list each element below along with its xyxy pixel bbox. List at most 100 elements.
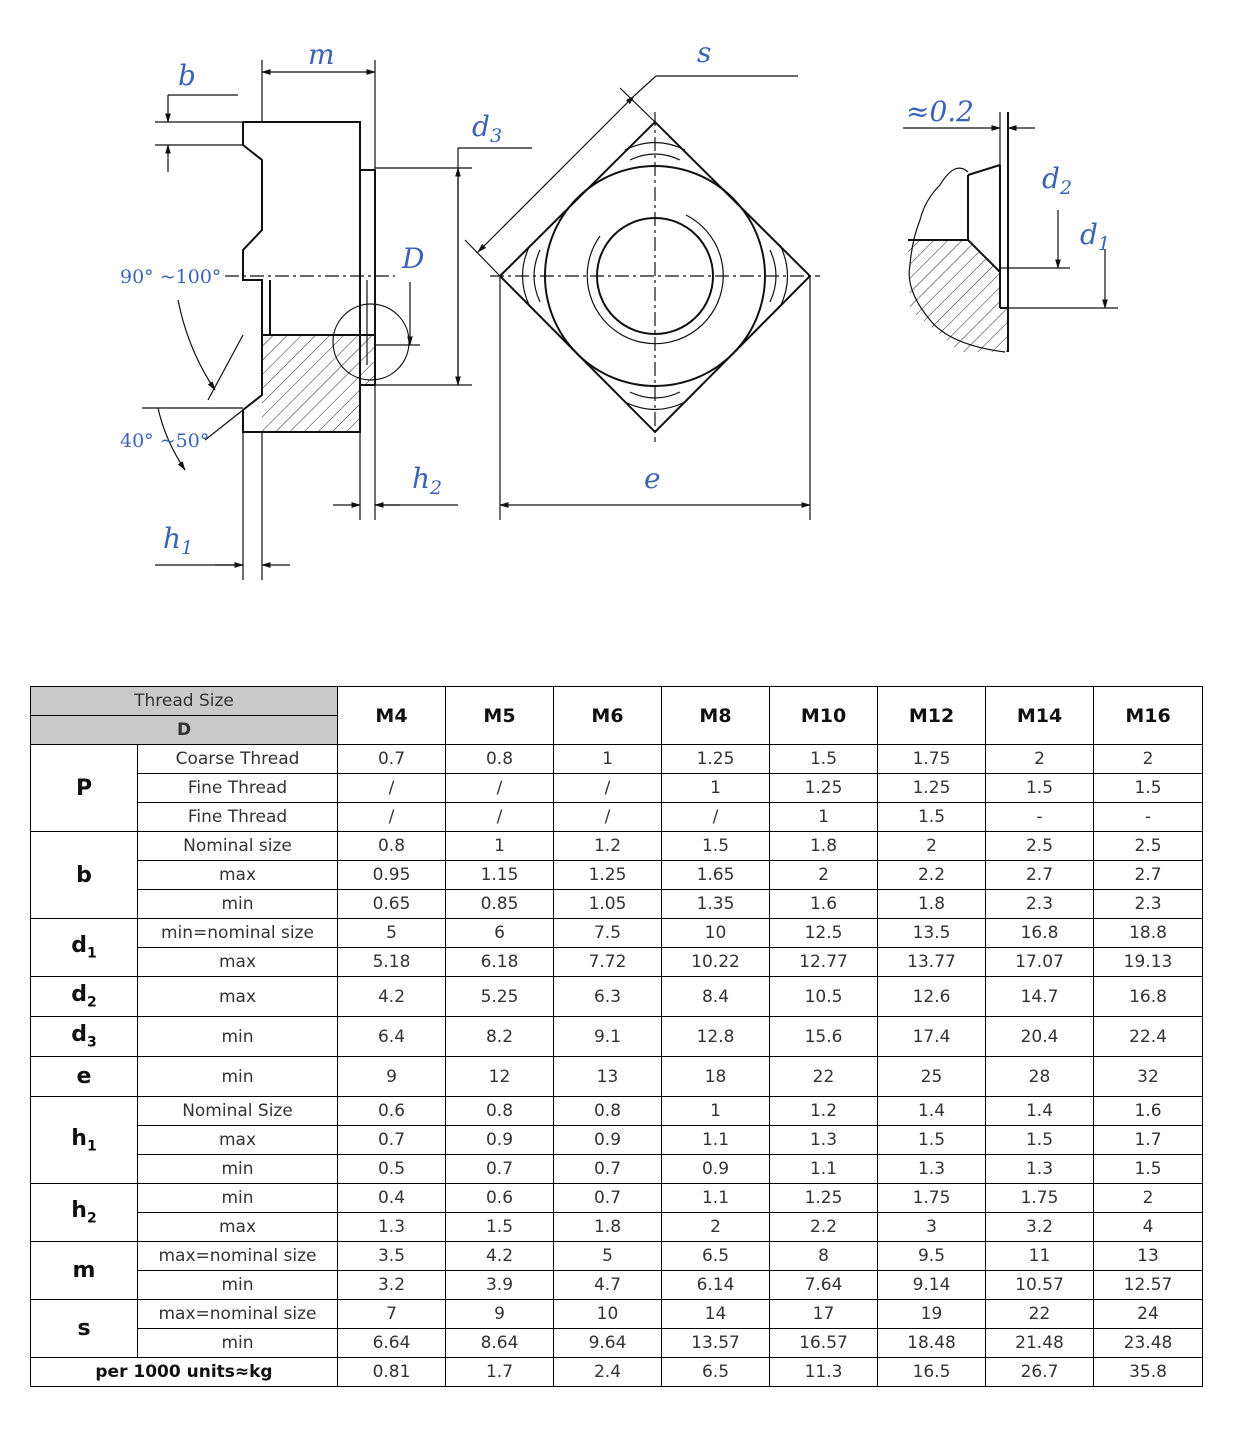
row-label: Coarse Thread <box>137 744 338 774</box>
value-cell: 1.25 <box>661 744 770 774</box>
value-cell: 10.57 <box>985 1270 1094 1300</box>
value-cell: - <box>985 802 1094 832</box>
value-cell: 5.18 <box>337 947 446 977</box>
value-cell: 6.4 <box>337 1016 446 1057</box>
value-cell: 2.5 <box>985 831 1094 861</box>
value-cell: 1.75 <box>985 1183 1094 1213</box>
value-cell: 1 <box>445 831 554 861</box>
value-cell: 18.48 <box>877 1328 986 1358</box>
value-cell: 12.6 <box>877 976 986 1017</box>
value-cell: 12.5 <box>769 918 878 948</box>
value-cell: 1.8 <box>553 1212 662 1242</box>
value-cell: 0.7 <box>445 1154 554 1184</box>
value-cell: 1.25 <box>769 773 878 803</box>
thread-size-header: Thread Size <box>30 686 338 716</box>
param-cell: h1 <box>30 1096 138 1184</box>
param-symbol: m <box>72 1258 96 1283</box>
value-cell: 1.5 <box>661 831 770 861</box>
row-label: min <box>137 1270 338 1300</box>
value-cell: 11 <box>985 1241 1094 1271</box>
value-cell: 22.4 <box>1093 1016 1203 1057</box>
size-header: M4 <box>337 686 446 745</box>
value-cell: 6.64 <box>337 1328 446 1358</box>
label-m: m <box>308 38 335 71</box>
value-cell: 3.5 <box>337 1241 446 1271</box>
value-cell: 1.7 <box>1093 1125 1203 1155</box>
value-cell: 8.4 <box>661 976 770 1017</box>
value-cell: 1 <box>769 802 878 832</box>
value-cell: 13.77 <box>877 947 986 977</box>
value-cell: 9.1 <box>553 1016 662 1057</box>
value-cell: 7 <box>337 1299 446 1329</box>
size-header: M12 <box>877 686 986 745</box>
value-cell: 1.75 <box>877 744 986 774</box>
param-symbol: d <box>71 982 87 1008</box>
value-cell: 4.2 <box>445 1241 554 1271</box>
value-cell: 13 <box>553 1056 662 1097</box>
value-cell: 14.7 <box>985 976 1094 1017</box>
value-cell: 7.72 <box>553 947 662 977</box>
value-cell: 9 <box>337 1056 446 1097</box>
label-approx-0.2: ≈0.2 <box>906 95 974 128</box>
row-label: max=nominal size <box>137 1241 338 1271</box>
row-label: max <box>137 947 338 977</box>
param-cell: P <box>30 744 138 832</box>
value-cell: 10.22 <box>661 947 770 977</box>
value-cell: / <box>445 802 554 832</box>
label-b: b <box>178 59 196 92</box>
value-cell: 17.07 <box>985 947 1094 977</box>
param-symbol: d <box>71 933 87 959</box>
value-cell: 6.18 <box>445 947 554 977</box>
param-cell: m <box>30 1241 138 1300</box>
row-label: min <box>137 889 338 919</box>
value-cell: 1.5 <box>985 1125 1094 1155</box>
value-cell: 9.5 <box>877 1241 986 1271</box>
value-cell: 2 <box>769 860 878 890</box>
value-cell: 1.75 <box>877 1183 986 1213</box>
size-header: M16 <box>1093 686 1203 745</box>
d-header: D <box>30 715 338 745</box>
value-cell: 9.64 <box>553 1328 662 1358</box>
row-label: Nominal Size <box>137 1096 338 1126</box>
value-cell: 0.95 <box>337 860 446 890</box>
value-cell: 6.5 <box>661 1241 770 1271</box>
param-symbol: b <box>76 862 92 888</box>
row-label: min <box>137 1056 338 1097</box>
value-cell: 19.13 <box>1093 947 1203 977</box>
value-cell: 7.64 <box>769 1270 878 1300</box>
label-d1: d1 <box>1080 218 1110 255</box>
value-cell: 28 <box>985 1056 1094 1097</box>
value-cell: 1.15 <box>445 860 554 890</box>
value-cell: 2.7 <box>1093 860 1203 890</box>
value-cell: 1.25 <box>553 860 662 890</box>
value-cell: 2 <box>1093 744 1203 774</box>
value-cell: 12.8 <box>661 1016 770 1057</box>
weight-value: 11.3 <box>769 1357 878 1387</box>
value-cell: 4.2 <box>337 976 446 1017</box>
value-cell: 10.5 <box>769 976 878 1017</box>
value-cell: 0.7 <box>553 1183 662 1213</box>
row-label: min <box>137 1154 338 1184</box>
label-h2: h2 <box>412 462 442 499</box>
value-cell: 6.14 <box>661 1270 770 1300</box>
value-cell: 8 <box>769 1241 878 1271</box>
value-cell: 0.7 <box>337 1125 446 1155</box>
technical-drawing: m b s d3 D 90° ~100° 40° ~50° h2 h1 e ≈0… <box>120 36 1118 580</box>
param-symbol: d <box>71 1022 87 1048</box>
value-cell: 2.3 <box>985 889 1094 919</box>
label-d3: d3 <box>472 110 502 147</box>
value-cell: 1.1 <box>661 1183 770 1213</box>
row-label: min <box>137 1328 338 1358</box>
value-cell: 1 <box>661 773 770 803</box>
row-label: max <box>137 976 338 1017</box>
